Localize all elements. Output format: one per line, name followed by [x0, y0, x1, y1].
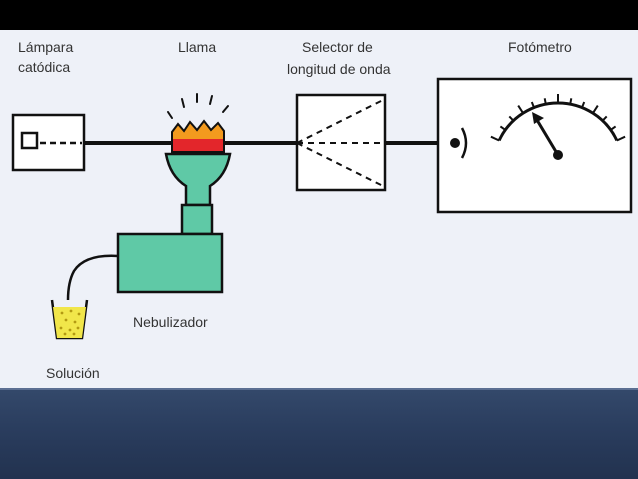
cathode-lamp [11, 113, 86, 172]
photometer [436, 77, 633, 214]
gauge-tick [499, 125, 506, 131]
solution-particles [59, 309, 81, 336]
gauge-tick [610, 125, 617, 131]
solution-label: Solución [46, 365, 100, 381]
solution-beaker [50, 299, 89, 340]
aspiration-tube [66, 254, 119, 301]
bottom-band [0, 388, 638, 479]
gauge-tick [517, 105, 524, 114]
selector-label-line1: Selector de [302, 39, 373, 55]
gauge-tick [508, 115, 515, 122]
nebulizer-chamber [116, 232, 224, 294]
bottom-band-edge [0, 388, 638, 390]
flame [171, 119, 225, 153]
wavelength-selector [295, 93, 387, 192]
gauge-tick [616, 135, 626, 142]
gauge-tick [543, 98, 547, 105]
gauge-tick [569, 98, 573, 105]
gauge-tick [601, 115, 608, 122]
gauge-tick [592, 105, 599, 114]
detector-lens [460, 127, 468, 159]
flame-rays [167, 93, 229, 119]
gauge-tick [581, 101, 586, 108]
lamp-label-line2: catódica [18, 59, 70, 75]
flame-label: Llama [178, 39, 216, 55]
top-bar [0, 0, 638, 30]
detector-dot [450, 138, 460, 148]
gauge-needle-tip [532, 112, 544, 124]
burner-funnel [164, 152, 232, 236]
selector-ray-up [296, 99, 384, 144]
gauge-ticks [490, 94, 626, 142]
gauge-tick [530, 101, 535, 108]
gauge-needle [535, 119, 560, 156]
selector-ray-down [296, 142, 384, 187]
photometer-label: Fotómetro [508, 39, 572, 55]
nebulizer-label: Nebulizador [133, 314, 208, 330]
selector-label-line2: longitud de onda [287, 61, 391, 77]
gauge-pivot [553, 150, 563, 160]
lamp-label-line1: Lámpara [18, 39, 73, 55]
burner-neck [180, 203, 214, 236]
gauge-tick [490, 135, 500, 142]
lamp-cathode-square [20, 131, 39, 150]
flame-inner-band [173, 139, 223, 151]
